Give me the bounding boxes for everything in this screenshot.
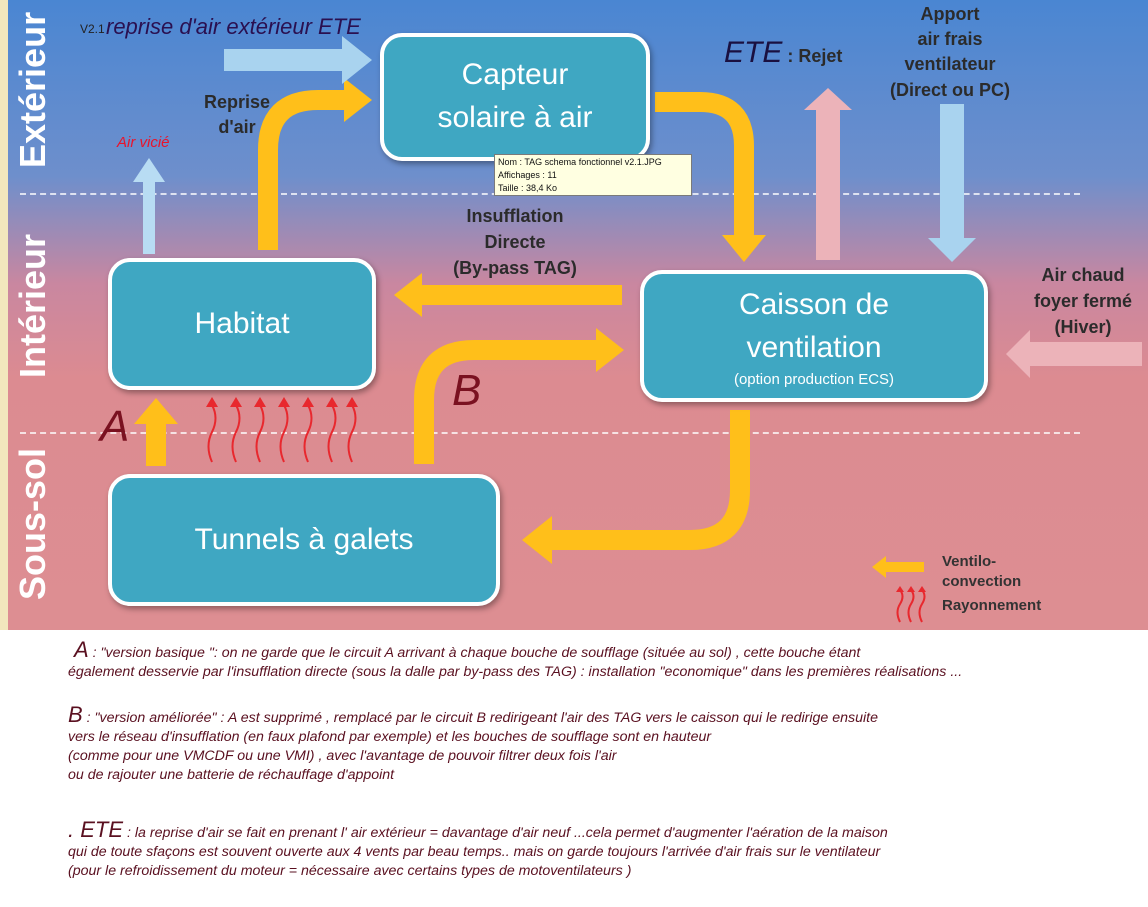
box-caisson-sub: (option production ECS) bbox=[733, 371, 895, 389]
arrow-reprise-air bbox=[258, 90, 344, 250]
legend-ventilo: Ventilo- convection bbox=[942, 552, 1021, 591]
note-ete-line1: : la reprise d'air se fait en prenant l'… bbox=[123, 825, 888, 841]
note-ete-line2: qui de toute sfaçons est souvent ouverte… bbox=[68, 844, 881, 860]
version-label: V2.1 bbox=[80, 22, 105, 36]
radiation-arrows bbox=[207, 404, 357, 463]
zone-divider-bottom bbox=[20, 432, 1080, 434]
left-margin-bar bbox=[0, 0, 8, 630]
note-a-line2: également desservie par l'insufflation d… bbox=[68, 664, 963, 680]
note-ete-line3: (pour le refroidissement du moteur = néc… bbox=[68, 863, 632, 879]
label-air-chaud-line2: foyer fermé bbox=[1033, 291, 1133, 312]
note-ete-letter: ETE bbox=[80, 817, 124, 842]
box-tunnels-label: Tunnels à galets bbox=[194, 522, 414, 556]
letter-a: A bbox=[100, 402, 130, 451]
arrowhead-air-vicie bbox=[133, 158, 165, 182]
note-a-line1: : "version basique ": on ne garde que le… bbox=[88, 645, 861, 661]
arrowhead-circuit-a bbox=[134, 398, 178, 424]
note-ete-prefix: . bbox=[68, 817, 81, 842]
arrowhead-air-chaud bbox=[1006, 330, 1030, 378]
label-apport-line4: (Direct ou PC) bbox=[889, 79, 1010, 100]
arrowhead-circuit-b bbox=[596, 328, 624, 372]
box-caisson-line1: Caisson de bbox=[738, 287, 890, 321]
tooltip-line3: Taille : 38,4 Ko bbox=[498, 183, 558, 193]
legend-ventilo-icon bbox=[884, 562, 924, 572]
arrow-reprise-ete bbox=[224, 49, 344, 71]
box-tunnels: Tunnels à galets bbox=[108, 474, 500, 606]
label-ete-rejet: ETE : Rejet bbox=[724, 36, 842, 70]
note-b-line3: (comme pour une VMCDF ou une VMI) , avec… bbox=[68, 748, 617, 764]
arrows-layer bbox=[133, 36, 1142, 623]
box-capteur: Capteur solaire à air bbox=[380, 33, 650, 161]
arrowhead-apport-air bbox=[928, 238, 976, 262]
arrow-ete-rejet bbox=[816, 108, 840, 260]
label-insufflation-line1: Insufflation bbox=[466, 206, 564, 226]
label-apport-line1: Apport bbox=[920, 4, 980, 24]
label-reprise: Reprise d'air bbox=[192, 90, 282, 140]
label-ete-big: ETE bbox=[724, 36, 783, 69]
file-tooltip: Nom : TAG schema fonctionnel v2.1.JPG Af… bbox=[494, 154, 692, 196]
box-capteur-line1: Capteur bbox=[461, 58, 569, 92]
note-a-letter: A bbox=[74, 637, 89, 662]
arrow-air-vicie bbox=[143, 180, 155, 254]
arrowhead-ete-rejet bbox=[804, 88, 852, 110]
note-b: B : "version améliorée" : A est supprimé… bbox=[68, 702, 878, 785]
box-habitat-label: Habitat bbox=[194, 306, 290, 340]
arrow-circuit-b bbox=[414, 340, 596, 464]
label-insufflation-line2: Directe bbox=[484, 232, 546, 253]
note-b-line4: ou de rajouter une batterie de réchauffa… bbox=[68, 767, 395, 783]
arrow-caisson-tunnels bbox=[552, 410, 750, 550]
label-apport: Apport air frais ventilateur (Direct ou … bbox=[880, 2, 1020, 103]
note-b-letter: B bbox=[68, 702, 83, 727]
arrowhead-reprise-ete bbox=[342, 36, 372, 84]
arrowhead-reprise-air bbox=[344, 78, 372, 122]
diagram: Extérieur Intérieur Sous-sol bbox=[0, 0, 1148, 630]
label-ete-rest: : Rejet bbox=[782, 46, 843, 66]
label-insufflation-line3: (By-pass TAG) bbox=[453, 258, 577, 279]
tooltip-line2: Affichages : 11 bbox=[498, 170, 557, 180]
box-habitat: Habitat bbox=[108, 258, 376, 390]
arrowhead-capteur-caisson bbox=[722, 235, 766, 262]
label-reprise-line1: Reprise bbox=[203, 92, 271, 112]
box-caisson: Caisson de ventilation (option productio… bbox=[640, 270, 988, 402]
letter-b: B bbox=[452, 366, 482, 415]
note-ete: . ETE : la reprise d'air se fait en pren… bbox=[68, 817, 888, 881]
label-apport-line3: ventilateur bbox=[904, 54, 996, 75]
label-air-vicie: Air vicié bbox=[117, 134, 170, 151]
label-apport-line2: air frais bbox=[917, 29, 983, 50]
label-air-chaud: Air chaud foyer fermé (Hiver) bbox=[1020, 262, 1146, 340]
box-capteur-line2: solaire à air bbox=[437, 101, 593, 134]
legend-ventilo-line1: Ventilo- bbox=[942, 553, 997, 570]
label-air-chaud-line3: (Hiver) bbox=[1054, 317, 1112, 338]
arrow-capteur-caisson bbox=[655, 92, 754, 235]
arrowhead-insufflation bbox=[394, 273, 422, 317]
label-air-chaud-line1: Air chaud bbox=[1041, 265, 1125, 285]
tooltip-line1: Nom : TAG schema fonctionnel v2.1.JPG bbox=[498, 157, 662, 167]
legend-rayonnement: Rayonnement bbox=[942, 597, 1042, 614]
arrow-air-chaud bbox=[1028, 342, 1142, 366]
box-caisson-line2: ventilation bbox=[746, 330, 882, 364]
note-b-line1: : "version améliorée" : A est supprimé ,… bbox=[82, 710, 878, 726]
legend-ventilo-icon-head bbox=[872, 556, 886, 578]
label-insufflation: Insufflation Directe (By-pass TAG) bbox=[440, 203, 590, 281]
note-b-line2: vers le réseau d'insufflation (en faux p… bbox=[68, 729, 712, 745]
note-a: A : "version basique ": on ne garde que … bbox=[68, 637, 963, 682]
arrowhead-caisson-tunnels bbox=[522, 516, 552, 564]
legend-ventilo-line2: convection bbox=[942, 572, 1022, 590]
legend-rayonnement-icon bbox=[896, 589, 926, 623]
label-reprise-line2: d'air bbox=[218, 117, 256, 138]
top-title: reprise d'air extérieur ETE bbox=[106, 14, 361, 39]
arrow-apport-air bbox=[940, 104, 964, 240]
radiation-arrowheads bbox=[206, 397, 358, 407]
arrow-circuit-a bbox=[146, 422, 166, 466]
